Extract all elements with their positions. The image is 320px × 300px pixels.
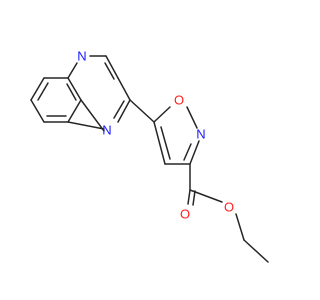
atom-labels: N N O N O O	[77, 49, 234, 222]
bond	[187, 189, 191, 205]
atom-n-top: N	[77, 49, 86, 64]
bond	[117, 77, 131, 101]
bond	[243, 239, 269, 263]
bond	[30, 77, 45, 101]
bond	[235, 213, 245, 241]
bond	[80, 99, 105, 132]
bond	[183, 143, 192, 161]
bond	[189, 140, 200, 165]
bond-lines	[30, 55, 269, 263]
bond	[192, 190, 196, 206]
atom-o-carbonyl: O	[180, 207, 190, 222]
bond	[129, 99, 155, 123]
molecule-diagram: N N O N O O	[30, 49, 269, 263]
bond	[37, 82, 49, 101]
bond	[153, 121, 166, 165]
bond	[105, 55, 119, 79]
bond	[66, 83, 77, 101]
bond	[186, 106, 198, 129]
bond	[189, 189, 223, 203]
bond	[67, 121, 105, 130]
bond	[30, 99, 45, 123]
bond	[153, 106, 171, 123]
bond	[67, 62, 78, 79]
atom-o-ester: O	[224, 200, 234, 215]
bond	[67, 99, 82, 123]
bond	[113, 100, 125, 119]
bond	[104, 62, 115, 80]
atom-o-ring: O	[174, 93, 184, 108]
bond	[67, 77, 82, 101]
bond	[117, 99, 131, 123]
atom-n-bottom: N	[102, 123, 111, 138]
bond	[160, 126, 171, 160]
atom-n-ring: N	[196, 127, 205, 142]
